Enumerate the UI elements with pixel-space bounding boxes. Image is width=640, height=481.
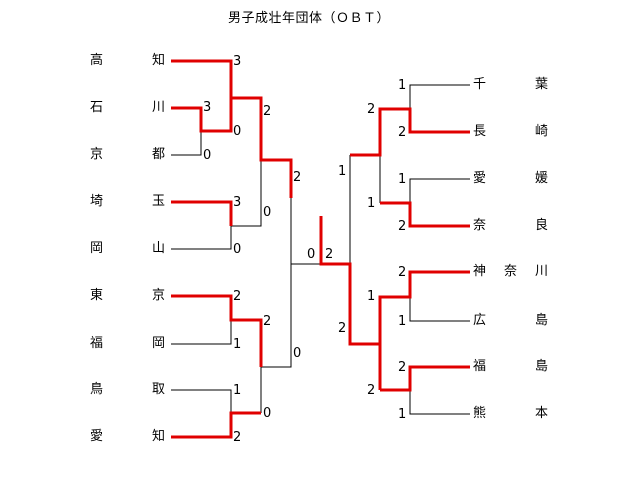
left-team-4-char1: 埼 (90, 194, 104, 209)
score-aichi: 2 (233, 430, 242, 445)
left-team-2-char2: 川 (152, 100, 166, 115)
left-team-1-char1: 高 (90, 53, 104, 68)
right-team-2-char3: 崎 (535, 124, 549, 139)
score-right-r2-d: 2 (367, 383, 376, 398)
bracket-lines-black (171, 84, 470, 415)
right-team-5-char3: 川 (535, 264, 549, 279)
left-team-1-char2: 知 (152, 53, 166, 68)
left-team-9-char2: 知 (152, 429, 166, 444)
score-tokyo: 2 (233, 289, 242, 304)
score-right-r2-c: 1 (367, 289, 376, 304)
right-team-3-char3: 媛 (535, 171, 549, 186)
win-fukushima (380, 365, 470, 392)
win-nara (380, 201, 470, 228)
score-ishikawa: 3 (203, 100, 212, 115)
score-kanagawa: 2 (398, 265, 407, 280)
score-saitama-r2: 0 (263, 205, 272, 220)
left-team-3-char2: 都 (152, 147, 166, 162)
score-kochi-r2: 2 (263, 104, 272, 119)
right-team-8-char1: 熊 (473, 406, 487, 421)
right-team-5-char1: 神 (473, 264, 487, 279)
right-team-1-char3: 葉 (535, 77, 549, 92)
left-team-5-char2: 山 (152, 241, 166, 256)
line-r2-saitama-up (231, 160, 262, 227)
score-left-r3-bottom: 0 (293, 346, 302, 361)
line-hiroshima (409, 297, 470, 322)
score-left-r3-top: 2 (293, 170, 302, 185)
right-team-6-char1: 広 (473, 313, 487, 328)
score-nagasaki: 2 (398, 125, 407, 140)
line-r3-bottom (261, 264, 292, 368)
left-team-7-char2: 岡 (152, 336, 166, 351)
left-team-6-char2: 京 (152, 288, 166, 303)
bracket-lines-red (171, 59, 470, 439)
score-right-r2-a: 2 (367, 102, 376, 117)
line-kumamoto (409, 390, 470, 415)
right-team-4-char3: 良 (535, 218, 549, 233)
score-nara: 2 (398, 219, 407, 234)
line-okayama (171, 226, 232, 250)
line-tottori (171, 389, 232, 413)
win-kochi (171, 59, 293, 198)
score-right-r3-top: 1 (338, 164, 347, 179)
score-aichi-r2: 0 (263, 406, 272, 421)
score-final-left: 0 (307, 247, 316, 262)
win-nagasaki (350, 107, 470, 157)
right-team-7-char3: 島 (535, 359, 549, 374)
left-team-4-char2: 玉 (152, 194, 166, 209)
right-team-6-char3: 島 (535, 313, 549, 328)
line-fukuoka (171, 320, 232, 345)
score-chiba: 1 (398, 78, 407, 93)
score-kyoto: 0 (203, 148, 212, 163)
score-kumamoto: 1 (398, 407, 407, 422)
right-team-8-char3: 本 (535, 406, 549, 421)
win-ishikawa (171, 98, 233, 133)
win-aichi (171, 411, 261, 439)
win-tokyo (171, 294, 263, 367)
score-tottori: 1 (233, 383, 242, 398)
left-team-3-char1: 京 (90, 147, 104, 162)
left-team-7-char1: 福 (90, 336, 104, 351)
score-ishikawa-r2: 0 (233, 124, 242, 139)
left-team-6-char1: 東 (90, 288, 104, 303)
left-team-8-char1: 鳥 (90, 382, 104, 397)
right-team-1-char1: 千 (473, 77, 487, 92)
score-saitama: 3 (233, 195, 242, 210)
score-tokyo-r2: 2 (263, 314, 272, 329)
win-saitama (171, 200, 233, 226)
score-kochi: 3 (233, 54, 242, 69)
right-team-4-char1: 奈 (473, 218, 487, 233)
score-final-right: 2 (325, 247, 334, 262)
win-final (319, 216, 382, 390)
left-team-8-char2: 取 (152, 382, 166, 397)
line-kyoto (171, 131, 202, 156)
left-team-9-char1: 愛 (90, 429, 104, 444)
line-chiba (409, 84, 470, 109)
page-title: 男子成壮年団体（ＯＢＴ） (228, 11, 391, 26)
score-okayama: 0 (233, 242, 242, 257)
right-team-7-char1: 福 (473, 359, 487, 374)
line-ehime (409, 178, 470, 203)
left-team-5-char1: 岡 (90, 241, 104, 256)
score-fukuoka: 1 (233, 337, 242, 352)
score-hiroshima: 1 (398, 314, 407, 329)
right-team-3-char1: 愛 (473, 171, 487, 186)
score-right-r3-bottom: 2 (338, 321, 347, 336)
right-team-5-char2: 奈 (504, 264, 518, 279)
score-fukushima: 2 (398, 360, 407, 375)
score-ehime: 1 (398, 172, 407, 187)
left-team-2-char1: 石 (90, 100, 104, 115)
score-right-r2-b: 1 (367, 196, 376, 211)
win-kanagawa (378, 270, 470, 344)
right-team-2-char1: 長 (473, 124, 487, 139)
